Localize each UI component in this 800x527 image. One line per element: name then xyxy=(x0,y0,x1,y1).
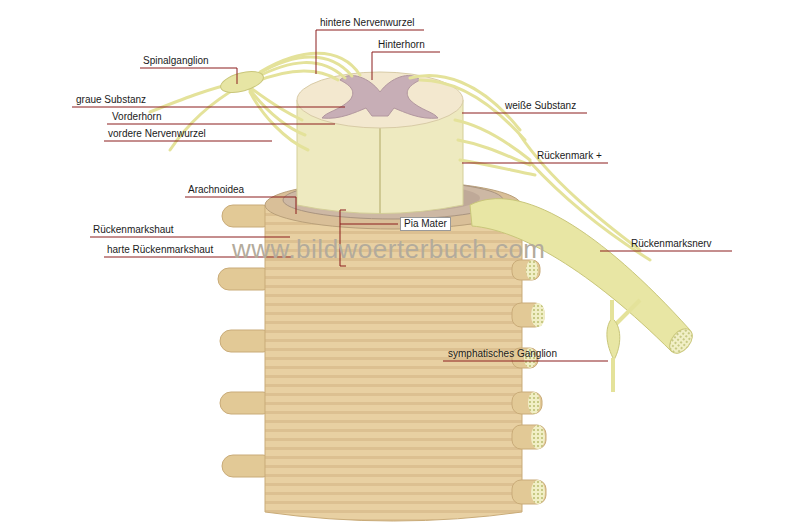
part-label: graue Substanz xyxy=(76,94,146,106)
part-label: vordere Nervenwurzel xyxy=(108,128,206,140)
part-label: Arachnoidea xyxy=(188,184,244,196)
ramus xyxy=(614,300,640,326)
nerve-cut xyxy=(665,324,697,357)
part-label: Hinterhorn xyxy=(378,39,425,51)
part-label: Vorderhorn xyxy=(112,111,161,123)
sympathetic-trunk xyxy=(611,358,615,392)
root-sleeve xyxy=(512,260,546,504)
grey-matter xyxy=(322,76,438,119)
part-label: Rückenmark + xyxy=(537,150,602,162)
part-label: Pia Mater xyxy=(400,217,451,231)
spinal-nerve xyxy=(470,199,690,352)
part-label: Rückenmarksnerv xyxy=(631,238,712,250)
part-label: harte Rückenmarkshaut xyxy=(107,244,213,256)
sympathetic-ganglion xyxy=(607,318,620,360)
median-fissure xyxy=(379,128,381,214)
sympathetic-trunk xyxy=(610,300,614,320)
spinal-ganglion xyxy=(218,68,265,97)
part-label: Rückenmarkshaut xyxy=(93,224,174,236)
watermark: www.bildwoerterbuch.com xyxy=(232,234,546,264)
part-label: weiße Substanz xyxy=(505,100,576,112)
part-label: hintere Nervenwurzel xyxy=(320,17,415,29)
leader-line xyxy=(72,30,732,361)
part-label: symphatisches Ganglion xyxy=(448,348,557,360)
part-label: Spinalganglion xyxy=(143,55,209,67)
